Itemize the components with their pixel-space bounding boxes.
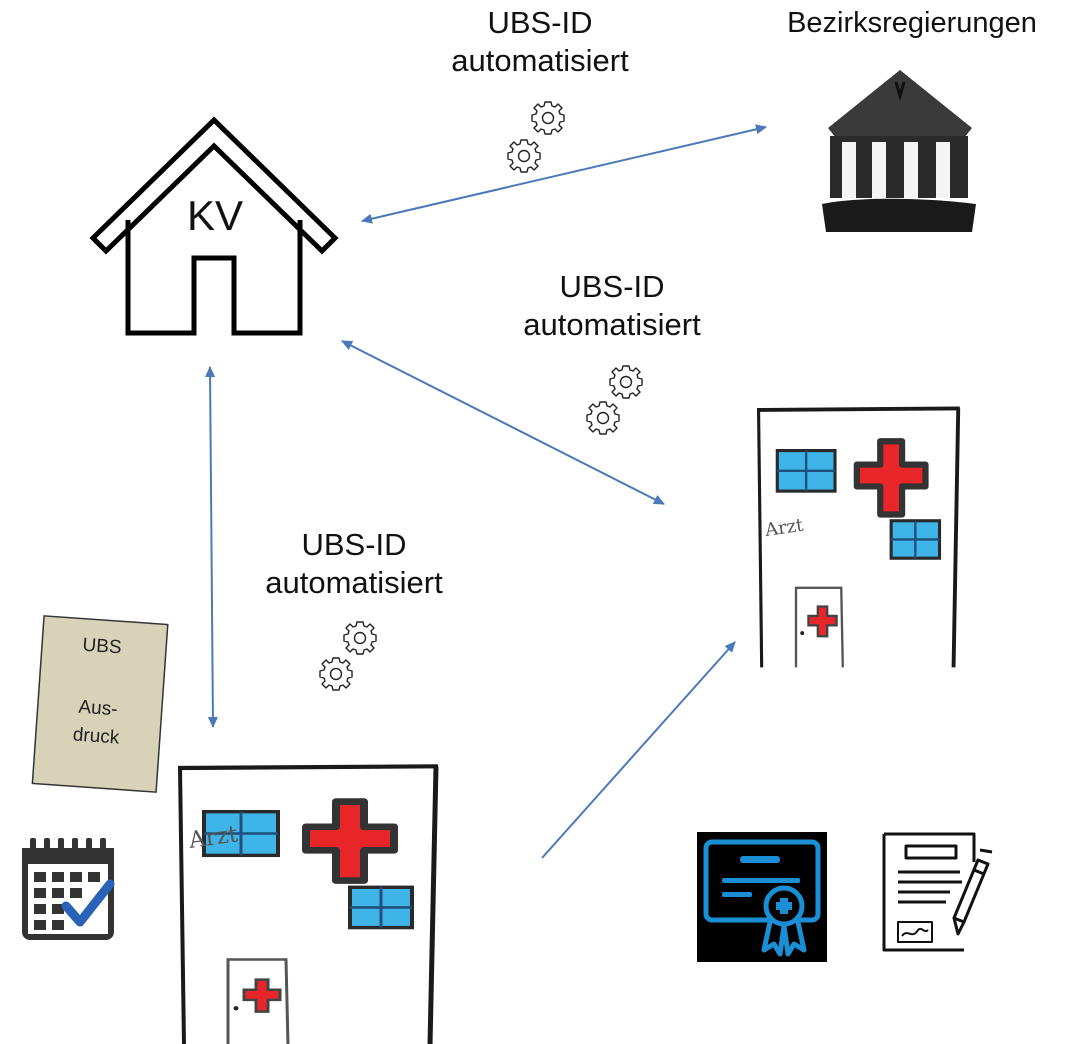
ubs-printout-note xyxy=(31,615,169,793)
edge-label-line1: UBS-ID xyxy=(559,269,665,304)
practice-right-sign: Arzt xyxy=(763,515,806,541)
calendar-check-icon xyxy=(22,838,115,940)
arrow-kv-bezirk xyxy=(361,124,767,224)
arrow-kv-practice-right xyxy=(341,340,665,505)
signed-contract-icon xyxy=(882,832,993,952)
edge-label-line1: UBS-ID xyxy=(487,5,593,40)
bezirksregierungen-label: Bezirksregierungen xyxy=(787,7,1037,39)
gear-icon xyxy=(319,621,377,691)
edge-label-kv-practice-right: UBS-ID automatisiert xyxy=(482,268,742,344)
arrow-practice-bottom-to-right xyxy=(541,641,736,859)
edge-label-line2: automatisiert xyxy=(265,564,443,600)
edge-label-line1: UBS-ID xyxy=(301,527,407,562)
gear-icon xyxy=(586,365,643,435)
certificate-icon xyxy=(697,832,827,962)
government-building-icon xyxy=(822,70,976,232)
edge-label-kv-bezirk: UBS-ID automatisiert xyxy=(410,4,670,80)
edge-label-kv-practice-bottom: UBS-ID automatisiert xyxy=(224,526,484,602)
edge-label-line2: automatisiert xyxy=(451,42,629,78)
kv-label: KV xyxy=(186,192,244,239)
gear-icon xyxy=(507,101,565,173)
edge-label-line2: automatisiert xyxy=(523,306,701,342)
doctor-practice-bottom xyxy=(178,766,438,1044)
kv-house-icon xyxy=(89,116,339,336)
arrow-kv-practice-bottom xyxy=(205,366,218,728)
